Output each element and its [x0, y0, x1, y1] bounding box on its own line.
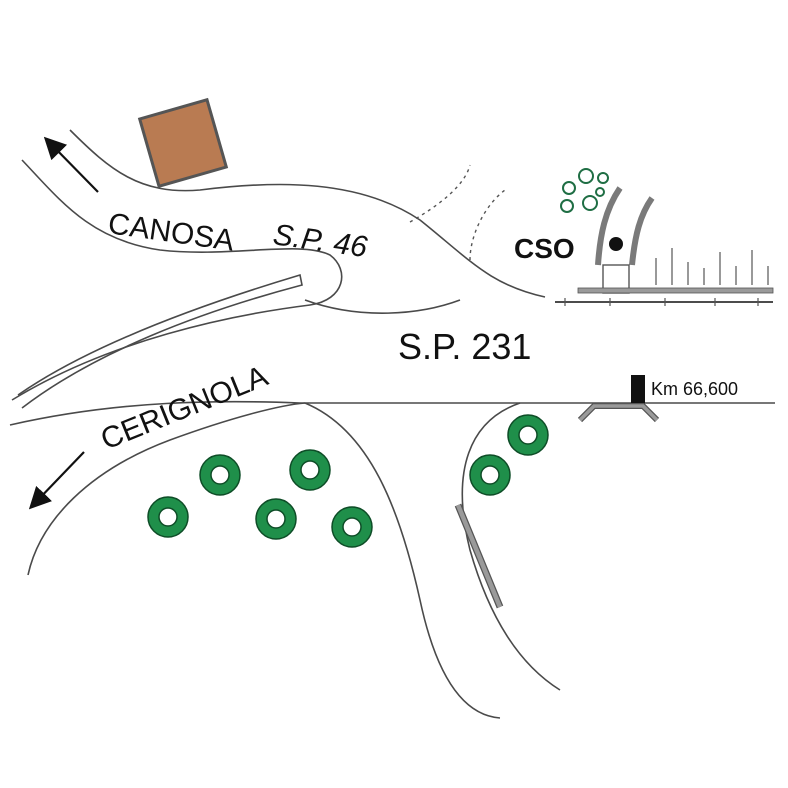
station-wall-right [629, 196, 655, 266]
arrow-to-canosa-icon [43, 136, 99, 193]
south-road-left-edge [304, 402, 501, 719]
km-marker-icon [577, 375, 660, 423]
tree-icon [560, 199, 574, 213]
canosa-road-bottom-edge [11, 159, 343, 401]
tree-icon [562, 181, 576, 195]
platform-bar [577, 287, 774, 294]
canosa-label: CANOSA [106, 207, 236, 257]
tree-group [147, 414, 549, 548]
station-wall-left [595, 186, 623, 266]
median-strip-outer [17, 273, 303, 409]
sp46-label: S.P. 46 [271, 218, 370, 264]
tree-icon [289, 449, 331, 491]
canosa-road-top-edge [69, 129, 546, 298]
building-icon [137, 97, 229, 189]
road-network [9, 129, 775, 719]
tree-icon [147, 496, 189, 538]
sp231-road-bottom-edge [9, 400, 775, 426]
fence-posts [655, 248, 769, 285]
tree-icon [255, 498, 297, 540]
sp231-label: S.P. 231 [398, 326, 531, 367]
sp231-road-main-edge [304, 299, 461, 314]
cso-station [555, 186, 774, 306]
footpath-1 [409, 164, 471, 223]
tree-icon [199, 454, 241, 496]
rail-ties [564, 298, 759, 306]
tree-icon [597, 172, 609, 184]
small-tree-cluster [560, 168, 609, 213]
footpath-2 [469, 189, 506, 261]
arrow-to-cerignola-icon [28, 451, 85, 510]
tree-icon [582, 195, 598, 211]
km-marker-label: Km 66,600 [651, 379, 738, 399]
barrier [454, 503, 504, 609]
tree-icon [331, 506, 373, 548]
cerignola-road-lower [27, 402, 306, 576]
cso-label: CSO [514, 233, 575, 264]
station-dot-icon [609, 237, 623, 251]
south-road-right-edge [461, 402, 561, 691]
tree-icon [469, 454, 511, 496]
tree-icon [595, 187, 605, 197]
tree-icon [578, 168, 594, 184]
cerignola-label: CERIGNOLA [96, 360, 272, 457]
tree-icon [507, 414, 549, 456]
